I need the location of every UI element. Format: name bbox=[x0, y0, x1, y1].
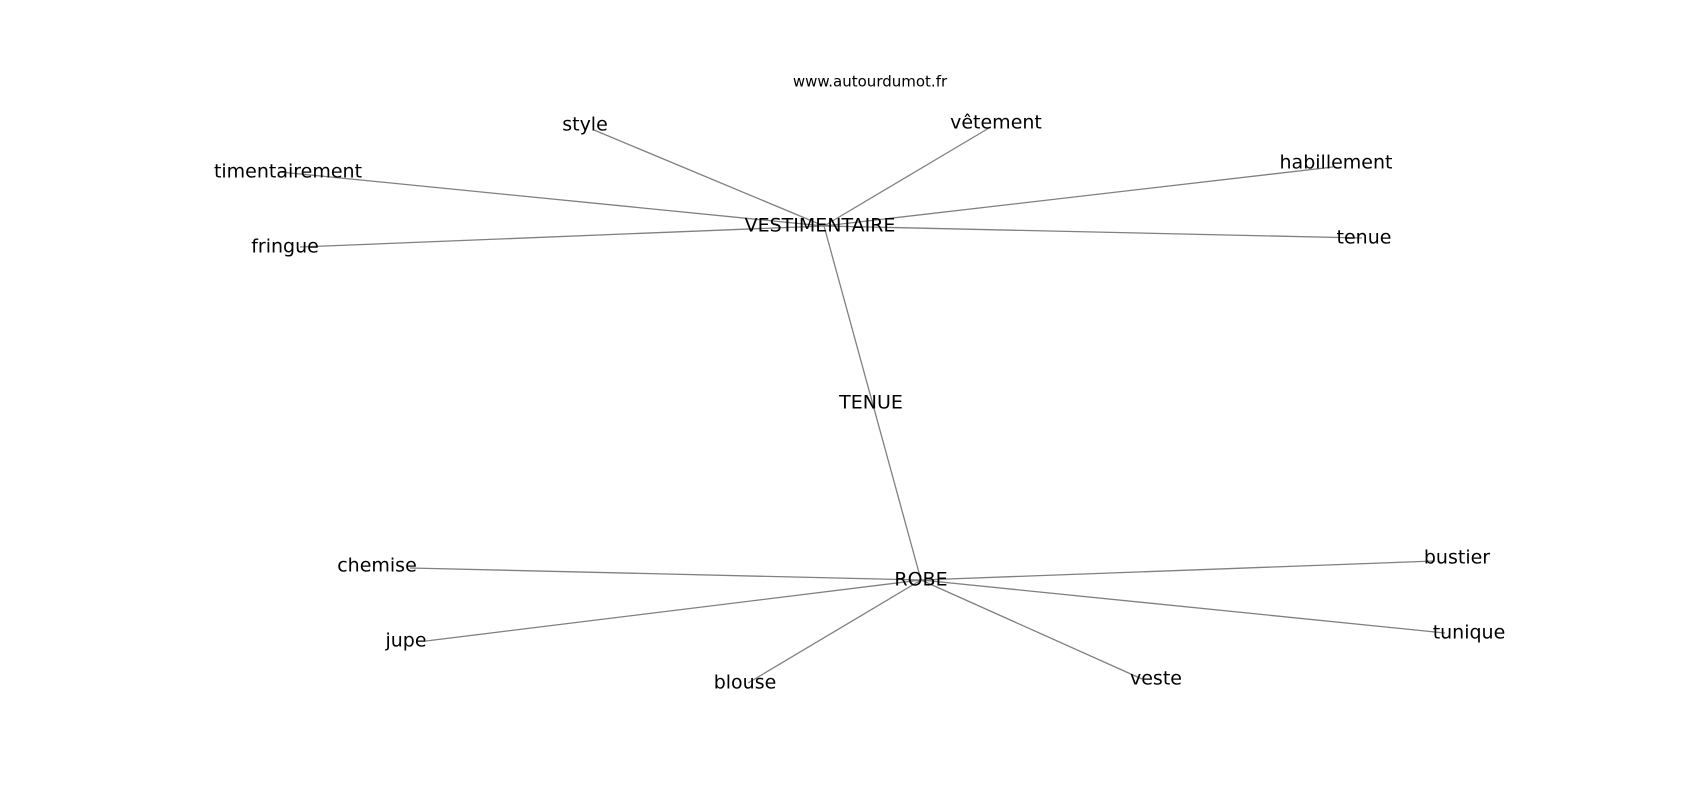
nodes-layer: TENUE VESTIMENTAIRE ROBE style vêtement timen… bbox=[214, 112, 1505, 694]
node-label-bustier[interactable]: bustier bbox=[1424, 547, 1490, 569]
edge-vestimentaire-timentairement bbox=[279, 171, 825, 227]
site-label: www.autourdumot.fr bbox=[793, 73, 948, 91]
edge-robe-jupe bbox=[425, 579, 922, 642]
edge-vestimentaire-style bbox=[593, 129, 825, 227]
node-label-veste[interactable]: veste bbox=[1130, 668, 1182, 690]
edge-vestimentaire-vetement bbox=[823, 127, 990, 227]
node-label-timentairement[interactable]: timentairement bbox=[214, 161, 362, 183]
edge-vestimentaire-tenue bbox=[823, 225, 1363, 239]
node-label-vetement[interactable]: vêtement bbox=[950, 112, 1042, 134]
edge-robe-bustier bbox=[920, 560, 1436, 581]
node-label-blouse[interactable]: blouse bbox=[714, 672, 777, 694]
edge-robe-blouse bbox=[747, 579, 922, 684]
node-label-robe[interactable]: ROBE bbox=[894, 569, 947, 591]
node-label-habillement[interactable]: habillement bbox=[1280, 152, 1393, 174]
edge-vestimentaire-robe bbox=[823, 225, 922, 581]
node-label-tenue-center[interactable]: TENUE bbox=[838, 392, 903, 414]
node-label-chemise[interactable]: chemise bbox=[337, 555, 417, 577]
edge-robe-veste bbox=[920, 579, 1143, 680]
node-label-vestimentaire[interactable]: VESTIMENTAIRE bbox=[745, 215, 896, 237]
node-label-fringue[interactable]: fringue bbox=[251, 236, 319, 258]
node-label-tenue[interactable]: tenue bbox=[1337, 227, 1392, 249]
edge-vestimentaire-habillement bbox=[823, 166, 1334, 227]
edge-robe-chemise bbox=[409, 567, 922, 581]
edges-layer bbox=[279, 127, 1446, 684]
edge-robe-tunique bbox=[920, 579, 1446, 634]
edge-vestimentaire-fringue bbox=[299, 225, 825, 248]
node-label-style[interactable]: style bbox=[562, 114, 608, 136]
node-label-tunique[interactable]: tunique bbox=[1433, 622, 1506, 644]
node-label-jupe[interactable]: jupe bbox=[384, 630, 426, 652]
